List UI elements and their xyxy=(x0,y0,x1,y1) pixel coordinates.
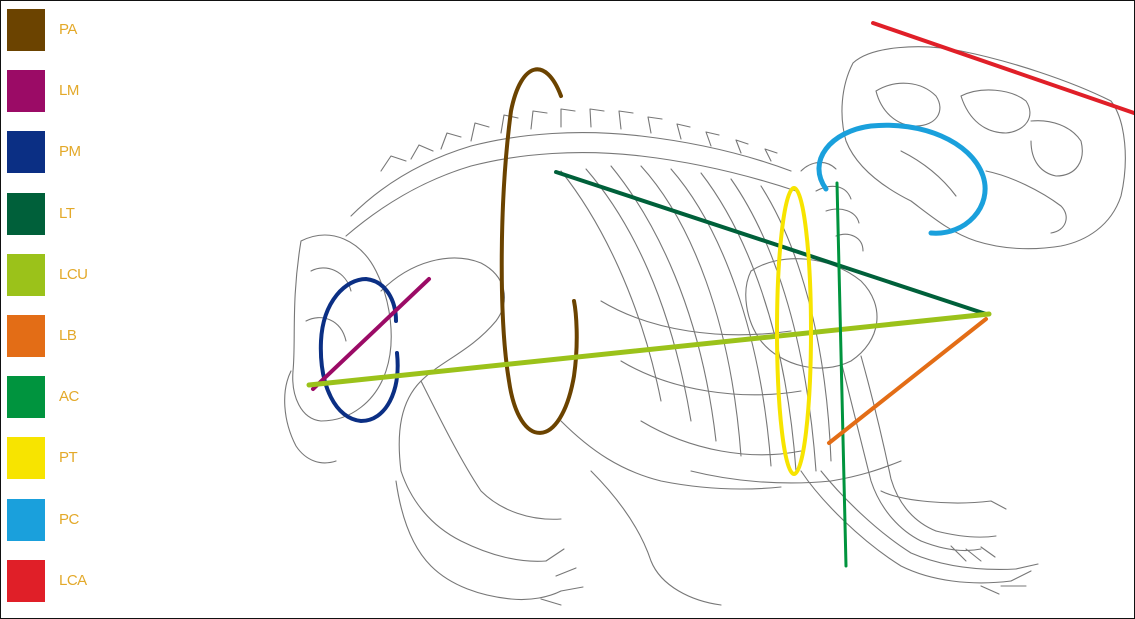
legend-item-pm: PM xyxy=(7,129,117,190)
legend-swatch xyxy=(7,9,45,51)
legend-label: LM xyxy=(59,82,79,99)
legend-swatch xyxy=(7,437,45,479)
legend-swatch xyxy=(7,376,45,418)
pm-ellipse xyxy=(321,279,398,421)
legend-item-ac: AC xyxy=(7,374,117,435)
legend-label: AC xyxy=(59,388,79,405)
legend-swatch xyxy=(7,131,45,173)
legend-item-lca: LCA xyxy=(7,558,117,619)
lcu-line xyxy=(309,314,989,385)
legend-item-pt: PT xyxy=(7,435,117,496)
legend-label: LCU xyxy=(59,266,88,283)
legend-label: LT xyxy=(59,205,74,222)
legend-swatch xyxy=(7,315,45,357)
legend-swatch xyxy=(7,560,45,602)
legend-item-pa: PA xyxy=(7,7,117,68)
legend-label: LCA xyxy=(59,572,87,589)
lca-line xyxy=(873,23,1134,113)
legend-swatch xyxy=(7,499,45,541)
legend-label: PT xyxy=(59,449,77,466)
legend-item-lt: LT xyxy=(7,191,117,252)
lt-line xyxy=(556,172,986,314)
pa-c-shape xyxy=(502,69,577,433)
legend-label: PC xyxy=(59,511,79,528)
legend-label: LB xyxy=(59,327,76,344)
ac-line xyxy=(837,183,846,566)
legend-swatch xyxy=(7,254,45,296)
legend: PA LM PM LT LCU LB AC PT xyxy=(7,7,117,619)
pc-arc xyxy=(819,125,985,233)
legend-swatch xyxy=(7,193,45,235)
lb-line xyxy=(829,319,986,443)
legend-item-lcu: LCU xyxy=(7,252,117,313)
legend-swatch xyxy=(7,70,45,112)
legend-label: PM xyxy=(59,143,81,160)
legend-item-lb: LB xyxy=(7,313,117,374)
legend-item-pc: PC xyxy=(7,497,117,558)
legend-label: PA xyxy=(59,21,77,38)
legend-item-lm: LM xyxy=(7,68,117,129)
